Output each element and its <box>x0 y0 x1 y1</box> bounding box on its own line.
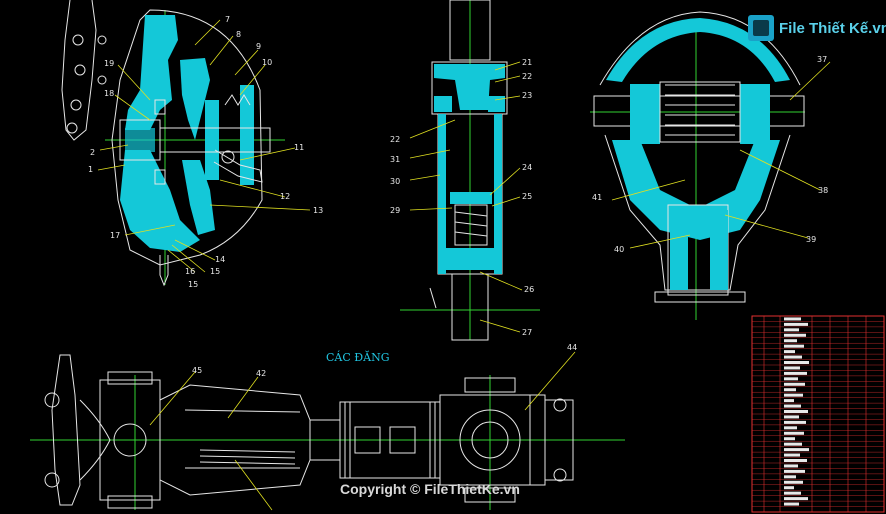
table-cell-text <box>784 410 808 413</box>
table-cell-text <box>784 415 799 419</box>
label-shaft-31: 31 <box>390 155 400 164</box>
table-cell-text <box>784 464 798 468</box>
damper-assembly: 21 22 23 22 31 30 24 25 29 26 27 <box>390 0 540 341</box>
label-shaft-25: 25 <box>522 192 532 201</box>
label-diff-41: 41 <box>592 193 602 202</box>
table-cell-text <box>784 339 797 343</box>
label-shaft-23: 23 <box>522 91 532 100</box>
cardan-assembly: CÁC ĐĂNG <box>30 343 625 511</box>
table-cell-text <box>784 437 795 441</box>
table-cell-text <box>784 377 798 381</box>
label-clutch-17: 17 <box>110 231 120 240</box>
table-cell-text <box>784 317 801 321</box>
label-diff-40: 40 <box>614 245 624 254</box>
label-shaft-27: 27 <box>522 328 532 337</box>
label-diff-38: 38 <box>818 186 828 195</box>
label-clutch-7: 7 <box>225 15 230 24</box>
label-clutch-2: 2 <box>90 148 95 157</box>
copyright-watermark: Copyright © FileThietKe.vn <box>340 481 520 497</box>
table-cell-text <box>784 355 802 359</box>
table-cell-text <box>784 393 803 397</box>
table-cell-text <box>784 497 808 501</box>
table-cell-text <box>784 442 802 446</box>
label-clutch-10: 10 <box>262 58 272 67</box>
label-clutch-11: 11 <box>294 143 304 152</box>
table-cell-text <box>784 322 808 326</box>
label-cardan-45: 45 <box>192 366 202 375</box>
clutch-assembly: 7 8 9 10 19 18 2 1 11 12 13 17 14 15 16 … <box>61 0 323 289</box>
label-clutch-18: 18 <box>104 89 114 98</box>
table-cell-text <box>784 459 807 462</box>
table-cell-text <box>784 366 800 370</box>
label-shaft-22a: 22 <box>522 72 532 81</box>
table-cell-text <box>784 448 809 452</box>
table-cell-text <box>784 328 799 332</box>
table-cell-text <box>784 399 794 403</box>
label-cardan-42: 42 <box>256 369 266 378</box>
table-cell-text <box>784 486 794 490</box>
label-cardan-44: 44 <box>567 343 577 352</box>
label-clutch-12: 12 <box>280 192 290 201</box>
table-cell-text <box>784 469 805 473</box>
label-clutch-9: 9 <box>256 42 261 51</box>
label-clutch-8: 8 <box>236 30 241 39</box>
label-shaft-24: 24 <box>522 163 532 172</box>
label-clutch-15b: 15 <box>188 280 198 289</box>
label-clutch-14: 14 <box>215 255 225 264</box>
table-cell-text <box>784 502 799 506</box>
table-cell-text <box>784 371 807 375</box>
label-diff-37: 37 <box>817 55 827 64</box>
table-cell-text <box>784 420 806 424</box>
table-cell-text <box>784 382 805 386</box>
parts-list-table <box>751 315 885 513</box>
label-clutch-15a: 15 <box>210 267 220 276</box>
section-title: CÁC ĐĂNG <box>326 350 390 364</box>
label-clutch-19: 19 <box>104 59 114 68</box>
table-cell-text <box>784 388 796 392</box>
table-cell-text <box>784 453 800 457</box>
table-cell-text <box>784 431 804 435</box>
table-cell-text <box>784 426 797 430</box>
label-clutch-13: 13 <box>313 206 323 215</box>
logo-text: File Thiết Kế.vn <box>779 20 886 37</box>
label-shaft-26: 26 <box>524 285 534 294</box>
label-diff-39: 39 <box>806 235 816 244</box>
site-logo: File Thiết Kế.vn <box>748 15 886 41</box>
table-cell-text <box>784 361 809 364</box>
table-cell-text <box>784 404 801 408</box>
label-shaft-29: 29 <box>390 206 400 215</box>
label-shaft-30: 30 <box>390 177 400 186</box>
table-cell-text <box>784 480 803 484</box>
label-shaft-22b: 22 <box>390 135 400 144</box>
label-clutch-16: 16 <box>185 267 195 276</box>
differential-assembly: 37 41 38 39 40 <box>590 11 831 320</box>
label-clutch-1: 1 <box>88 165 93 174</box>
label-shaft-21: 21 <box>522 58 532 67</box>
table-cell-text <box>784 491 801 495</box>
table-cell-text <box>784 344 804 348</box>
table-cell-text <box>784 475 796 479</box>
table-cell-text <box>784 350 795 354</box>
table-cell-text <box>784 333 806 337</box>
